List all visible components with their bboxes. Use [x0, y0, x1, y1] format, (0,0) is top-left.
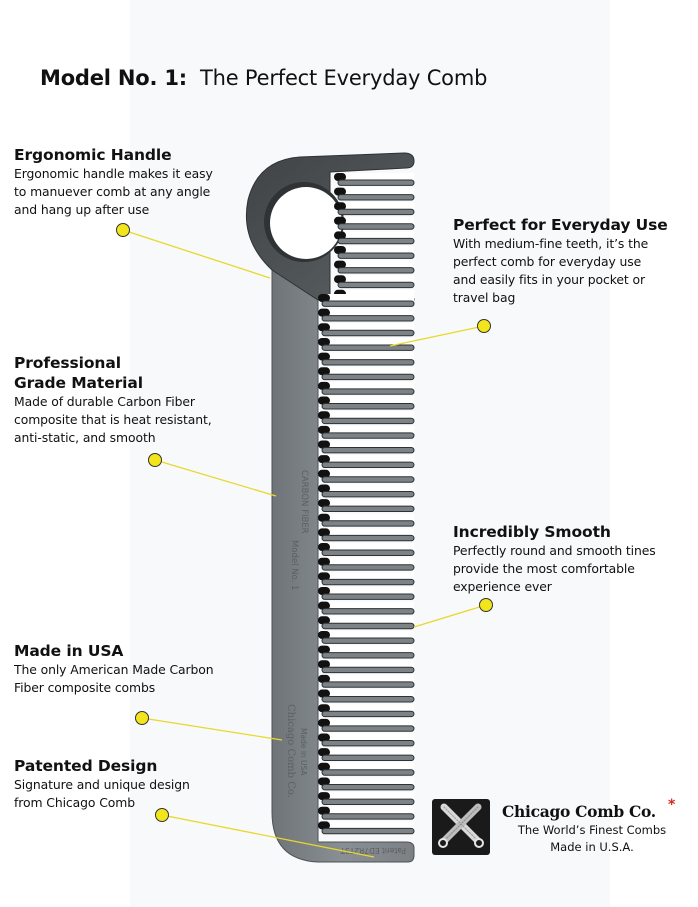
brand-tagline: The World’s Finest Combs [517, 823, 667, 837]
feature-line: composite that is heat resistant, [14, 412, 212, 427]
feature-line: Perfectly round and smooth tines [453, 543, 656, 558]
comb-spine [271, 260, 415, 863]
feature-heading: Ergonomic Handle [14, 146, 172, 164]
feature-line: anti-static, and smooth [14, 430, 156, 445]
feature-line: and hang up after use [14, 202, 150, 217]
callout-dot-handle [116, 223, 130, 237]
feature-line: experience ever [453, 579, 552, 594]
engraving-origin: Made in USA [299, 728, 308, 776]
title-model-label: Model No. 1: [40, 66, 188, 90]
feature-patented-design: Patented Design Signature and unique des… [14, 756, 264, 812]
engraving-material: CARBON FIBER [299, 470, 309, 534]
callout-line-everyday [389, 325, 485, 347]
callout-line-patent [161, 814, 375, 858]
feature-line: With medium-fine teeth, it’s the [453, 236, 649, 251]
feature-heading: Perfect for Everyday Use [453, 216, 668, 234]
brand-name: Chicago Comb Co. [502, 802, 656, 821]
callout-line-usa [141, 717, 283, 741]
feature-line: Fiber composite combs [14, 680, 156, 695]
engraving-brand: Chicago Comb Co. [285, 704, 296, 798]
feature-professional-material: Professional Grade Material Made of dura… [14, 353, 264, 447]
title-text: The Perfect Everyday Comb [199, 66, 488, 90]
feature-line: to manuever comb at any angle [14, 184, 211, 199]
feature-line: perfect comb for everyday use [453, 254, 642, 269]
feature-made-in-usa: Made in USA The only American Made Carbo… [14, 641, 264, 697]
callout-dot-everyday [477, 319, 491, 333]
callout-line-material [154, 459, 277, 497]
feature-everyday-use: Perfect for Everyday Use With medium-fin… [453, 215, 698, 307]
feature-line: travel bag [453, 290, 516, 305]
feature-heading: Professional [14, 354, 121, 372]
callout-line-smooth [413, 604, 487, 628]
feature-line: The only American Made Carbon [14, 662, 214, 677]
crossed-combs-icon [432, 799, 490, 855]
brand-star-icon: * [668, 797, 676, 813]
callout-dot-patent [155, 808, 169, 822]
callout-dot-smooth [479, 598, 493, 612]
feature-line: provide the most comfortable [453, 561, 635, 576]
feature-heading: Incredibly Smooth [453, 523, 611, 541]
feature-heading: Grade Material [14, 374, 143, 392]
feature-incredibly-smooth: Incredibly Smooth Perfectly round and sm… [453, 522, 698, 596]
brand-block: Chicago Comb Co. * The World’s Finest Co… [432, 797, 692, 859]
comb-teeth [318, 173, 415, 835]
feature-heading: Patented Design [14, 757, 158, 775]
feature-ergonomic-handle: Ergonomic Handle Ergonomic handle makes … [14, 145, 264, 219]
callout-dot-material [148, 453, 162, 467]
engraving-patent: Patent ED7R2T3T [340, 846, 406, 855]
feature-line: Signature and unique design [14, 777, 190, 792]
engraving-model: Model No. 1 [289, 540, 299, 590]
feature-line: from Chicago Comb [14, 795, 135, 810]
callout-line-handle [122, 229, 271, 279]
feature-line: and easily fits in your pocket or [453, 272, 645, 287]
page-title: Model No. 1: The Perfect Everyday Comb [40, 66, 487, 90]
brand-made-in: Made in U.S.A. [550, 840, 634, 854]
feature-line: Ergonomic handle makes it easy [14, 166, 213, 181]
feature-heading: Made in USA [14, 642, 124, 660]
feature-line: Made of durable Carbon Fiber [14, 394, 195, 409]
callout-dot-usa [135, 711, 149, 725]
